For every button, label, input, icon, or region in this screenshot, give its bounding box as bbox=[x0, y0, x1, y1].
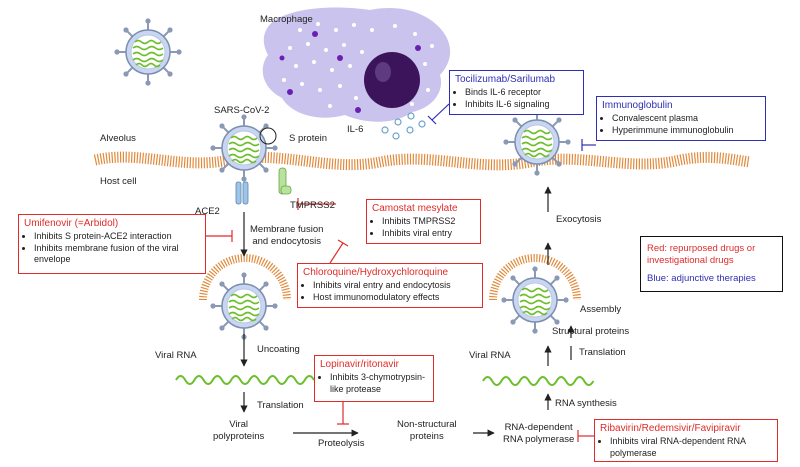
drug-item: Hyperimmune immunoglobulin bbox=[612, 125, 760, 137]
label-uncoating: Uncoating bbox=[257, 344, 300, 355]
label-alveolus: Alveolus bbox=[100, 133, 136, 144]
drug-item: Inhibits membrane fusion of the viral en… bbox=[34, 243, 200, 266]
process-arrows bbox=[240, 186, 552, 437]
drug-box-camostat: Camostat mesylate Inhibits TMPRSS2 Inhib… bbox=[366, 199, 481, 244]
drug-title-immunoglobulin: Immunoglobulin bbox=[602, 100, 673, 111]
label-assembly: Assembly bbox=[580, 304, 622, 315]
viral-rna-strand-right bbox=[482, 376, 595, 386]
drug-box-ribavirin: Ribavirin/Redemsivir/Favipiravir Inhibit… bbox=[594, 419, 778, 462]
drug-box-lopinavir: Lopinavir/ritonavir Inhibits 3-chymotryp… bbox=[314, 355, 434, 402]
drug-item: Inhibits IL-6 signaling bbox=[465, 99, 578, 111]
drug-item: Inhibits TMPRSS2 bbox=[382, 216, 475, 228]
label-membrane-fusion: Membrane fusion and endocytosis bbox=[250, 224, 324, 247]
legend-red: Red: repurposed drugs or investigational… bbox=[647, 243, 756, 266]
label-rna-synthesis: RNA synthesis bbox=[555, 398, 617, 409]
label-exocytosis: Exocytosis bbox=[556, 214, 602, 225]
label-viral-rna-right: Viral RNA bbox=[469, 350, 511, 361]
legend-blue: Blue: adjunctive therapies bbox=[647, 273, 756, 284]
drug-title-lopinavir: Lopinavir/ritonavir bbox=[320, 359, 399, 370]
drug-item: Inhibits viral RNA-dependent RNA polymer… bbox=[610, 436, 772, 459]
macrophage-cell bbox=[262, 7, 451, 122]
drug-title-umifenovir: Umifenovir (=Arbidol) bbox=[24, 218, 119, 229]
host-cell-membrane bbox=[93, 151, 751, 171]
label-translation-left: Translation bbox=[257, 400, 304, 411]
assembly-vesicle bbox=[489, 254, 581, 335]
label-tmprss2: TMPRSS2 bbox=[290, 200, 335, 211]
virus-sars-cov-2 bbox=[209, 113, 279, 183]
inhibition-lines-blue bbox=[427, 103, 596, 151]
label-non-structural-proteins: Non-structural proteins bbox=[397, 419, 457, 442]
virus-free-top-left bbox=[113, 17, 183, 87]
label-viral-rna-left: Viral RNA bbox=[155, 350, 197, 361]
drug-box-umifenovir: Umifenovir (=Arbidol) Inhibits S protein… bbox=[18, 214, 206, 274]
label-structural-proteins: Structural proteins bbox=[552, 326, 630, 337]
label-sars-cov-2: SARS-CoV-2 bbox=[214, 105, 270, 116]
endosome-left bbox=[199, 254, 291, 341]
label-ace2: ACE2 bbox=[195, 206, 220, 217]
drug-item: Inhibits 3-chymotrypsin-like protease bbox=[330, 372, 428, 395]
drug-title-tocilizumab: Tocilizumab/Sarilumab bbox=[455, 74, 556, 85]
label-s-protein: S protein bbox=[289, 133, 328, 144]
tmprss2-protein bbox=[278, 167, 292, 195]
s-protein-highlight bbox=[259, 127, 277, 145]
label-rna-dependent-rna-polymerase: RNA-dependent RNA polymerase bbox=[503, 422, 575, 445]
viral-rna-strand-left bbox=[175, 375, 315, 385]
label-viral-polyproteins: Viral polyproteins bbox=[213, 419, 265, 442]
inhibition-lines-red bbox=[206, 198, 594, 442]
label-translation-right: Translation bbox=[579, 347, 626, 358]
label-macrophage: Macrophage bbox=[260, 14, 313, 25]
label-il6: IL-6 bbox=[347, 124, 364, 135]
drug-title-chloroquine: Chloroquine/Hydroxychloroquine bbox=[303, 267, 449, 278]
drug-item: Inhibits viral entry and endocytosis bbox=[313, 280, 477, 292]
drug-box-immunoglobulin: Immunoglobulin Convalescent plasma Hyper… bbox=[596, 96, 766, 141]
virus-released bbox=[502, 107, 572, 177]
drug-item: Convalescent plasma bbox=[612, 113, 760, 125]
drug-item: Host immunomodulatory effects bbox=[313, 292, 477, 304]
drug-item: Binds IL-6 receptor bbox=[465, 87, 578, 99]
label-proteolysis: Proteolysis bbox=[318, 438, 365, 449]
drug-title-ribavirin: Ribavirin/Redemsivir/Favipiravir bbox=[600, 423, 741, 434]
label-host-cell: Host cell bbox=[100, 176, 137, 187]
drug-box-tocilizumab: Tocilizumab/Sarilumab Binds IL-6 recepto… bbox=[449, 70, 584, 115]
drug-item: Inhibits viral entry bbox=[382, 228, 475, 240]
il6-molecules bbox=[381, 112, 426, 140]
drug-title-camostat: Camostat mesylate bbox=[372, 203, 458, 214]
drug-box-chloroquine: Chloroquine/Hydroxychloroquine Inhibits … bbox=[297, 263, 483, 308]
drug-item: Inhibits S protein-ACE2 interaction bbox=[34, 231, 200, 243]
legend-box: Red: repurposed drugs or investigational… bbox=[640, 236, 783, 292]
ace2-receptor bbox=[235, 181, 249, 205]
